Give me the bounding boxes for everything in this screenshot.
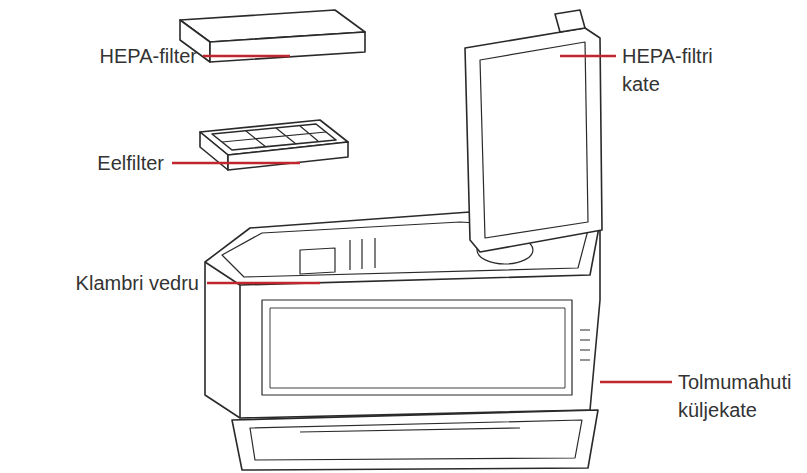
body-outline [205, 212, 600, 418]
lid-inner [480, 42, 588, 238]
leader-line [600, 381, 672, 384]
hepa-filter-drawing [180, 10, 365, 62]
lid-latch [555, 10, 585, 32]
body-window [262, 300, 572, 395]
leader-lines [172, 56, 672, 382]
clamp-spring-drawing [300, 248, 335, 274]
prefilter-side [200, 132, 228, 170]
hepa-front [210, 32, 365, 62]
part-label: Klambri vedru [76, 269, 199, 297]
part-label: Eelfilter [97, 149, 164, 177]
leader-line [172, 162, 300, 165]
part-label: HEPA-filter [100, 42, 197, 70]
lid-outline [465, 28, 602, 252]
hepa-lid-drawing [465, 10, 602, 252]
leader-line [207, 282, 320, 285]
side-cover-inner [250, 420, 582, 460]
dust-bin-body [205, 212, 600, 418]
body-window-inner [270, 308, 565, 388]
part-label: Tolmumahuti küljekate [678, 368, 802, 424]
side-cover-drawing [232, 410, 598, 470]
leader-line [203, 55, 290, 58]
leader-line [560, 55, 616, 58]
clamp-ribs [350, 238, 375, 270]
prefilter-grid [222, 126, 326, 147]
drawing [180, 10, 602, 470]
side-cover-outline [232, 410, 598, 470]
body-edge [239, 285, 241, 418]
side-cover-bar [300, 428, 520, 432]
prefilter-rim [212, 124, 336, 150]
vent-slots [580, 330, 590, 360]
part-label: HEPA-filtri kate [622, 42, 747, 98]
prefilter-front [228, 142, 348, 170]
